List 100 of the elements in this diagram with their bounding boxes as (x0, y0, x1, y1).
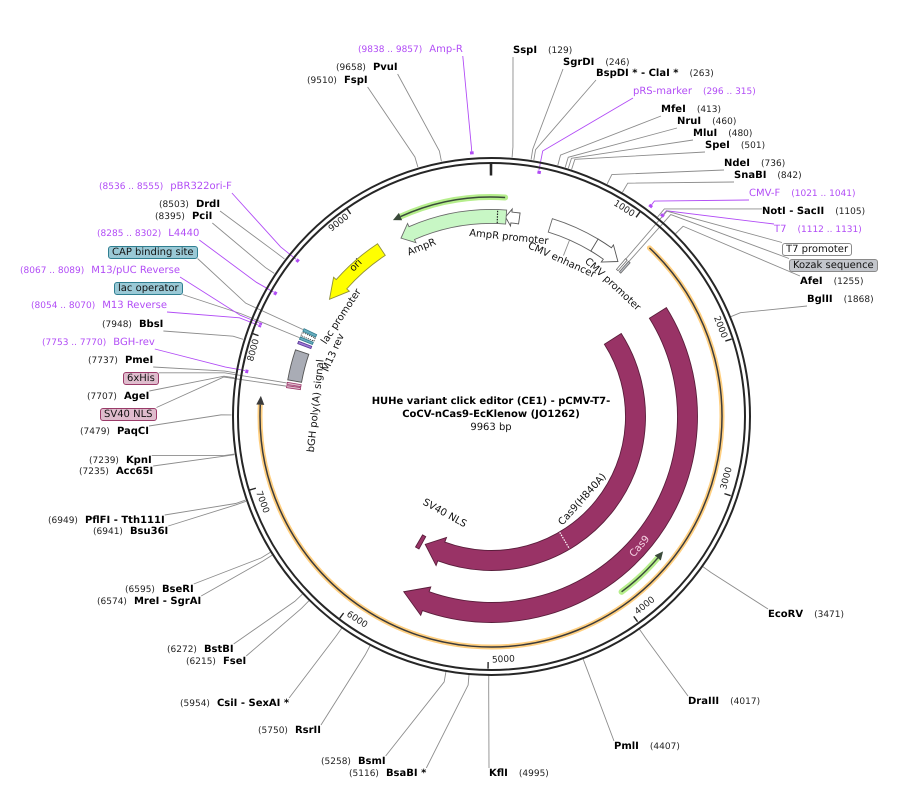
enzyme-name: AgeI (124, 391, 150, 403)
primer-name: M13 Reverse (102, 300, 168, 312)
site-position: (7239) (89, 455, 119, 466)
primer-mark (258, 322, 262, 325)
leader-line (166, 312, 258, 326)
leader-line (606, 170, 724, 184)
leader-line (156, 376, 287, 408)
leader-line (164, 500, 246, 516)
feature-label: AmpR (406, 236, 438, 260)
leader-line (200, 554, 272, 596)
leader-line (533, 80, 596, 160)
leader-line (154, 348, 246, 372)
leader-line (152, 366, 236, 374)
primer-range: (296 .. 315) (702, 86, 756, 98)
leader-line (148, 414, 232, 426)
enzyme-name: BsaBI * (386, 768, 426, 780)
leader-line (730, 306, 808, 318)
primer-mark (257, 324, 262, 328)
feature-mark (302, 328, 317, 337)
plasmid-length: 9963 bp (470, 420, 512, 434)
leader-line (197, 258, 304, 330)
leader-line (628, 214, 790, 262)
enzyme-name: DraIII (688, 696, 720, 708)
site-position: (413) (696, 104, 722, 116)
feature-tag: lac operator (114, 282, 183, 294)
leader-line (385, 671, 446, 756)
feature-tag: SV40 NLS (100, 408, 156, 420)
site-position: (7948) (102, 319, 132, 331)
leader-line (246, 600, 310, 656)
leader-line (212, 222, 275, 274)
enzyme-name: FspI (344, 75, 368, 87)
leader-line (151, 454, 235, 456)
leader-line (288, 628, 342, 698)
feature-mark (616, 258, 628, 271)
feature-label: ori (348, 257, 366, 275)
primer-mark (272, 290, 277, 296)
primer-name: pBR322ori-F (170, 181, 232, 193)
enzyme-name: KpnI (126, 455, 152, 466)
primer-name: M13/pUC Reverse (91, 265, 180, 277)
enzyme-name: SnaBI (734, 170, 766, 182)
site-position: (5750) (258, 725, 288, 737)
site-position: (4407) (650, 741, 680, 753)
leader-line (662, 210, 774, 224)
site-position: (7235) (79, 466, 109, 478)
leader-line (622, 182, 734, 193)
site-position: (9658) (336, 62, 366, 74)
leader-line (568, 140, 694, 169)
feature-tag: CAP binding site (108, 246, 198, 258)
enzyme-name: AfeI (800, 276, 823, 288)
site-position: (736) (761, 158, 786, 170)
enzyme-name: NruI (677, 116, 702, 128)
site-position: (1868) (844, 294, 874, 306)
site-position: (1255) (834, 276, 864, 288)
enzyme-name: BseRI (162, 584, 194, 596)
leader-line (152, 454, 235, 466)
site-position: (7737) (88, 355, 118, 367)
feature-tag: 6xHis (123, 372, 159, 384)
leader-line (651, 200, 750, 206)
primer-mark (244, 368, 248, 373)
enzyme-name: MluI (693, 128, 718, 140)
leader-line (148, 376, 235, 392)
enzyme-name: NdeI (724, 158, 750, 170)
primer-range: (8536 .. 8555) (99, 181, 164, 193)
enzyme-name: PvuI (372, 62, 398, 74)
site-position: (842) (777, 170, 802, 182)
enzyme-name: BspDI * - ClaI * (596, 68, 679, 80)
site-position: (6574) (97, 596, 127, 608)
primer-range: (9838 .. 9857) (358, 44, 422, 56)
site-position: (4995) (518, 768, 549, 780)
leader-line (220, 210, 285, 260)
site-position: (6949) (48, 515, 78, 527)
site-position: (129) (548, 45, 572, 57)
enzyme-name: PmlI (614, 741, 639, 753)
enzyme-name: BsmI (358, 756, 386, 768)
enzyme-name: BglII (807, 294, 833, 306)
scale-label: 5000 (491, 654, 515, 667)
primer-mark (294, 258, 300, 262)
enzyme-name: DrdI (196, 199, 220, 211)
leader-line (564, 128, 678, 168)
enzyme-name: CsiI - SexAI * (216, 698, 290, 710)
enzyme-name: RsrII (294, 725, 321, 737)
primer-name: BGH-rev (113, 337, 155, 349)
enzyme-name: PflFI - Tth111I (84, 515, 165, 526)
site-position: (460) (712, 116, 736, 128)
leader-line (557, 116, 662, 166)
leader-line (625, 210, 782, 260)
site-position: (1105) (835, 206, 866, 218)
enzyme-name: PciI (192, 211, 212, 223)
site-position: (8395) (155, 211, 185, 223)
enzyme-name: PaqCI (116, 426, 149, 438)
primer-name: Amp-R (429, 44, 463, 56)
leader-line (231, 192, 296, 260)
leader-line (168, 500, 246, 526)
site-position: (4017) (730, 696, 760, 708)
leader-line (638, 628, 688, 696)
primer-range: (7753 .. 7770) (42, 337, 106, 349)
site-position: (5116) (349, 768, 379, 780)
site-position: (7707) (87, 391, 117, 403)
enzyme-name: Bsu36I (130, 526, 168, 538)
leader-line (563, 239, 570, 256)
